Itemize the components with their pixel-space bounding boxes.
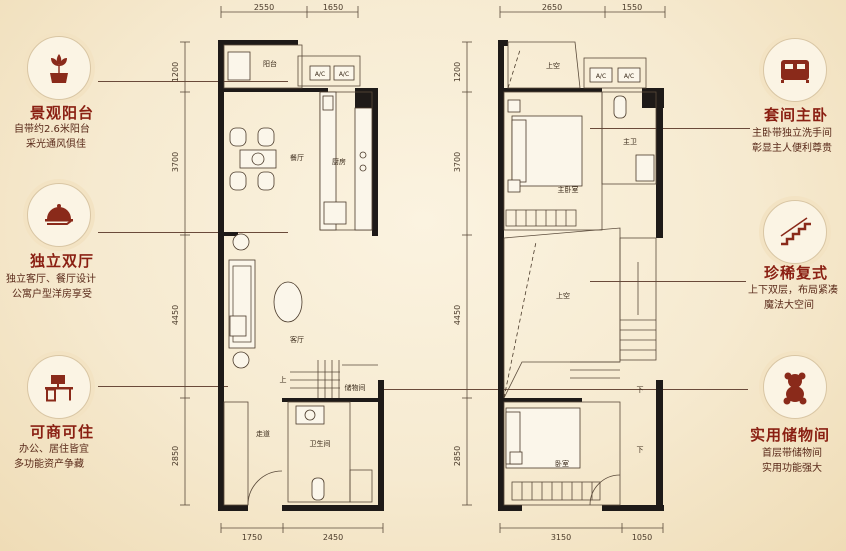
feature-desc-line1: 主卧带独立洗手间 [752,128,832,139]
room-label-master-bedroom: 主卧室 [558,185,579,194]
feature-desc-line2: 多功能资产争藏 [14,459,84,470]
dim-left-3: 4450 [453,305,462,325]
upper-floor-plan: 2650 1550 1200 3700 4450 2850 3150 1050 [453,3,666,542]
feature-desc-line2: 魔法大空间 [764,300,814,311]
dim-bottom-2: 2450 [323,533,343,542]
room-label-living: 客厅 [290,335,304,344]
leader-line [590,128,750,129]
stairs-up-label: 上 [280,375,287,384]
stairs-down-label: 下 [637,446,644,454]
leader-line [98,81,288,82]
dim-left-4: 2850 [453,446,462,466]
ac-label: A/C [596,73,606,80]
room-label-master-bath: 主卫 [623,137,637,146]
ac-label: A/C [339,71,349,78]
dim-left-2: 3700 [453,152,462,172]
dim-top-1: 2550 [254,3,274,12]
feature-desc-line1: 独立客厅、餐厅设计 [6,274,96,285]
room-label-corridor: 走道 [256,429,270,438]
room-label-kitchen: 厨房 [332,157,346,166]
feature-title: 可商可住 [30,423,95,441]
dim-bottom-1: 1750 [242,533,262,542]
room-label-balcony: 阳台 [263,59,277,68]
feature-desc-line2: 实用功能强大 [762,463,822,474]
leader-line [382,389,748,390]
dim-left-2: 3700 [171,152,180,172]
room-label-bedroom: 卧室 [555,459,569,468]
bed-icon [763,38,827,102]
stairs [570,237,657,379]
room-label-void-mid: 上空 [556,291,570,300]
office-desk-icon [27,355,91,419]
dim-top-1: 2650 [542,3,562,12]
dim-left-3: 4450 [171,305,180,325]
feature-desc-line1: 办公、居住皆宜 [19,444,89,455]
teddy-bear-icon [763,355,827,419]
ground-floor-plan: 2550 1650 1200 3700 4450 2850 1750 2450 [171,3,384,542]
feature-desc-line2: 彰显主人便利尊贵 [752,143,832,154]
ac-label: A/C [315,71,325,78]
feature-desc-line2: 采光通风俱佳 [26,139,86,150]
leader-line [98,232,288,233]
leader-line [98,386,228,387]
dim-top-2: 1550 [622,3,642,12]
feature-title: 实用储物间 [750,426,831,444]
flower-pot-icon [27,36,91,100]
dim-left-1: 1200 [453,62,462,82]
feature-title: 套间主卧 [764,106,829,124]
dim-top-2: 1650 [323,3,343,12]
dim-left-4: 2850 [171,446,180,466]
room-label-storage: 储物间 [345,383,366,392]
wardrobe [505,209,577,227]
serving-dish-icon [27,183,91,247]
feature-title: 景观阳台 [30,104,95,122]
feature-desc-line1: 自带约2.6米阳台 [14,124,90,135]
room-label-void-top: 上空 [546,61,560,70]
room-label-bathroom: 卫生间 [310,439,331,448]
dim-left-1: 1200 [171,62,180,82]
feature-title: 独立双厅 [30,252,95,270]
stairs [290,360,340,398]
ac-label: A/C [624,73,634,80]
stairs-down-label: 下 [637,386,644,394]
room-label-dining: 餐厅 [290,153,304,162]
feature-title: 珍稀复式 [764,264,829,282]
dim-bottom-2: 1050 [632,533,652,542]
dim-bottom-1: 3150 [551,533,571,542]
feature-desc-line2: 公寓户型洋房享受 [12,289,92,300]
leader-line [590,281,746,282]
feature-desc-line1: 上下双层，布局紧凑 [748,285,838,296]
wardrobe [511,481,601,501]
feature-desc-line1: 首层带储物间 [762,448,822,459]
staircase-icon [763,200,827,264]
